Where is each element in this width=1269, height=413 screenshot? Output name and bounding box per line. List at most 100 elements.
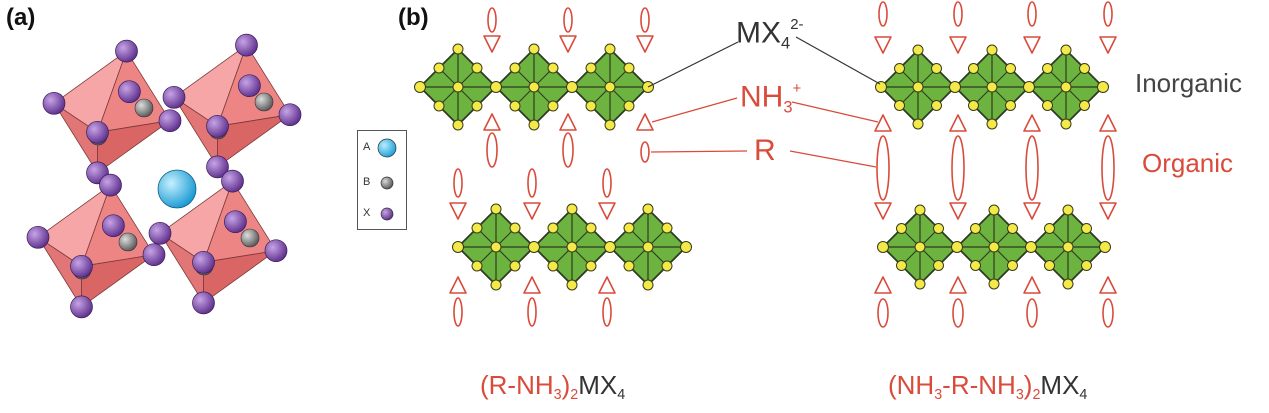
- x-node: [949, 81, 961, 93]
- r-leader-line: [650, 150, 748, 153]
- r-group-label: R: [754, 134, 776, 167]
- b-atom: [118, 232, 138, 252]
- legend-label-b: B: [363, 176, 371, 188]
- nh3-head-down-icon: [523, 202, 541, 220]
- x-node: [452, 81, 464, 93]
- organic-label: Organic: [1142, 148, 1234, 178]
- x-node: [547, 62, 559, 74]
- r-chain-oval: [487, 7, 497, 33]
- r-chain-oval: [876, 135, 890, 201]
- x-node: [547, 100, 559, 112]
- nh3-head-down-icon: [949, 202, 967, 220]
- inorganic-label: Inorganic: [1135, 68, 1242, 98]
- x-node: [452, 241, 464, 253]
- nh3-head-up-icon: [483, 113, 501, 131]
- x-node: [509, 260, 521, 272]
- r-chain-oval: [1101, 135, 1115, 201]
- legend-label-x: X: [363, 207, 371, 219]
- r-chain-oval: [563, 7, 573, 33]
- a-atom: [157, 169, 197, 209]
- r-chain-oval: [1025, 135, 1039, 201]
- x-node: [642, 279, 654, 291]
- x-atom: [221, 169, 244, 193]
- layered-structure-diagram: [414, 1, 1117, 328]
- x-node: [1062, 278, 1074, 290]
- r-chain-oval: [1102, 298, 1114, 328]
- x-node: [1079, 100, 1090, 111]
- nh3-head-down-icon: [559, 35, 577, 53]
- x-node: [528, 43, 540, 55]
- x-node: [528, 119, 540, 131]
- x-atom: [162, 85, 186, 109]
- x-node: [1097, 81, 1109, 93]
- x-node: [490, 203, 502, 215]
- perovskite-octahedra: [26, 33, 302, 319]
- x-node: [604, 119, 616, 131]
- octahedron: [37, 184, 155, 308]
- x-node: [912, 44, 924, 56]
- x-node: [1081, 223, 1092, 234]
- x-node: [509, 62, 521, 74]
- x-node: [623, 62, 635, 74]
- mx4-label: MX42-: [736, 16, 804, 53]
- x-node: [471, 62, 483, 74]
- x-node: [1042, 100, 1053, 111]
- x-node: [471, 222, 483, 234]
- x-node: [986, 44, 998, 56]
- nh3-head-down-icon: [1099, 36, 1117, 54]
- r-chain-oval: [453, 168, 463, 198]
- x-node: [896, 223, 907, 234]
- x-node: [912, 118, 924, 130]
- x-node: [970, 260, 981, 271]
- x-node: [490, 279, 502, 291]
- x-node: [433, 100, 445, 112]
- x-node: [912, 81, 924, 93]
- x-node: [585, 260, 597, 272]
- x-node: [914, 241, 926, 253]
- x-node: [642, 203, 654, 215]
- r-chain-oval: [877, 298, 889, 328]
- x-node: [623, 260, 635, 272]
- r-chain-oval: [527, 168, 537, 198]
- x-node: [894, 63, 905, 74]
- x-node: [877, 241, 889, 253]
- panel-label-a: (a): [6, 4, 36, 31]
- r-chain-oval: [453, 297, 463, 327]
- nh3-head-down-icon: [1099, 202, 1117, 220]
- r-chain-oval: [1103, 1, 1113, 27]
- x-node: [452, 43, 464, 55]
- x-node: [1062, 204, 1074, 216]
- x-node: [1005, 100, 1016, 111]
- x-atom: [142, 243, 166, 267]
- x-node: [1007, 260, 1018, 271]
- nh3-leader-line: [791, 101, 879, 123]
- nh3-head-up-icon: [949, 276, 967, 294]
- x-node: [661, 222, 673, 234]
- x-node: [931, 100, 942, 111]
- x-node: [988, 241, 1000, 253]
- nh3-head-down-icon: [598, 202, 616, 220]
- x-atom: [26, 225, 50, 249]
- x-atom: [206, 155, 229, 179]
- x-node: [566, 241, 578, 253]
- octahedron-face: [81, 254, 155, 308]
- x-node: [951, 241, 963, 253]
- atom-legend: A B X: [357, 130, 407, 230]
- x-node: [566, 81, 578, 93]
- x-node: [490, 81, 502, 93]
- r-chain-oval: [602, 168, 612, 198]
- x-node: [1044, 223, 1055, 234]
- octahedron: [173, 44, 291, 168]
- x-atom: [192, 291, 215, 315]
- x-node: [931, 63, 942, 74]
- b-atom: [254, 92, 274, 112]
- x-node: [914, 278, 926, 290]
- x-node: [414, 81, 426, 93]
- x-node: [896, 260, 907, 271]
- r-chain-oval: [1026, 298, 1038, 328]
- nh3-head-down-icon: [1023, 36, 1041, 54]
- x-atom: [86, 120, 109, 144]
- x-atom: [102, 214, 125, 238]
- nh3-head-up-icon: [636, 113, 654, 131]
